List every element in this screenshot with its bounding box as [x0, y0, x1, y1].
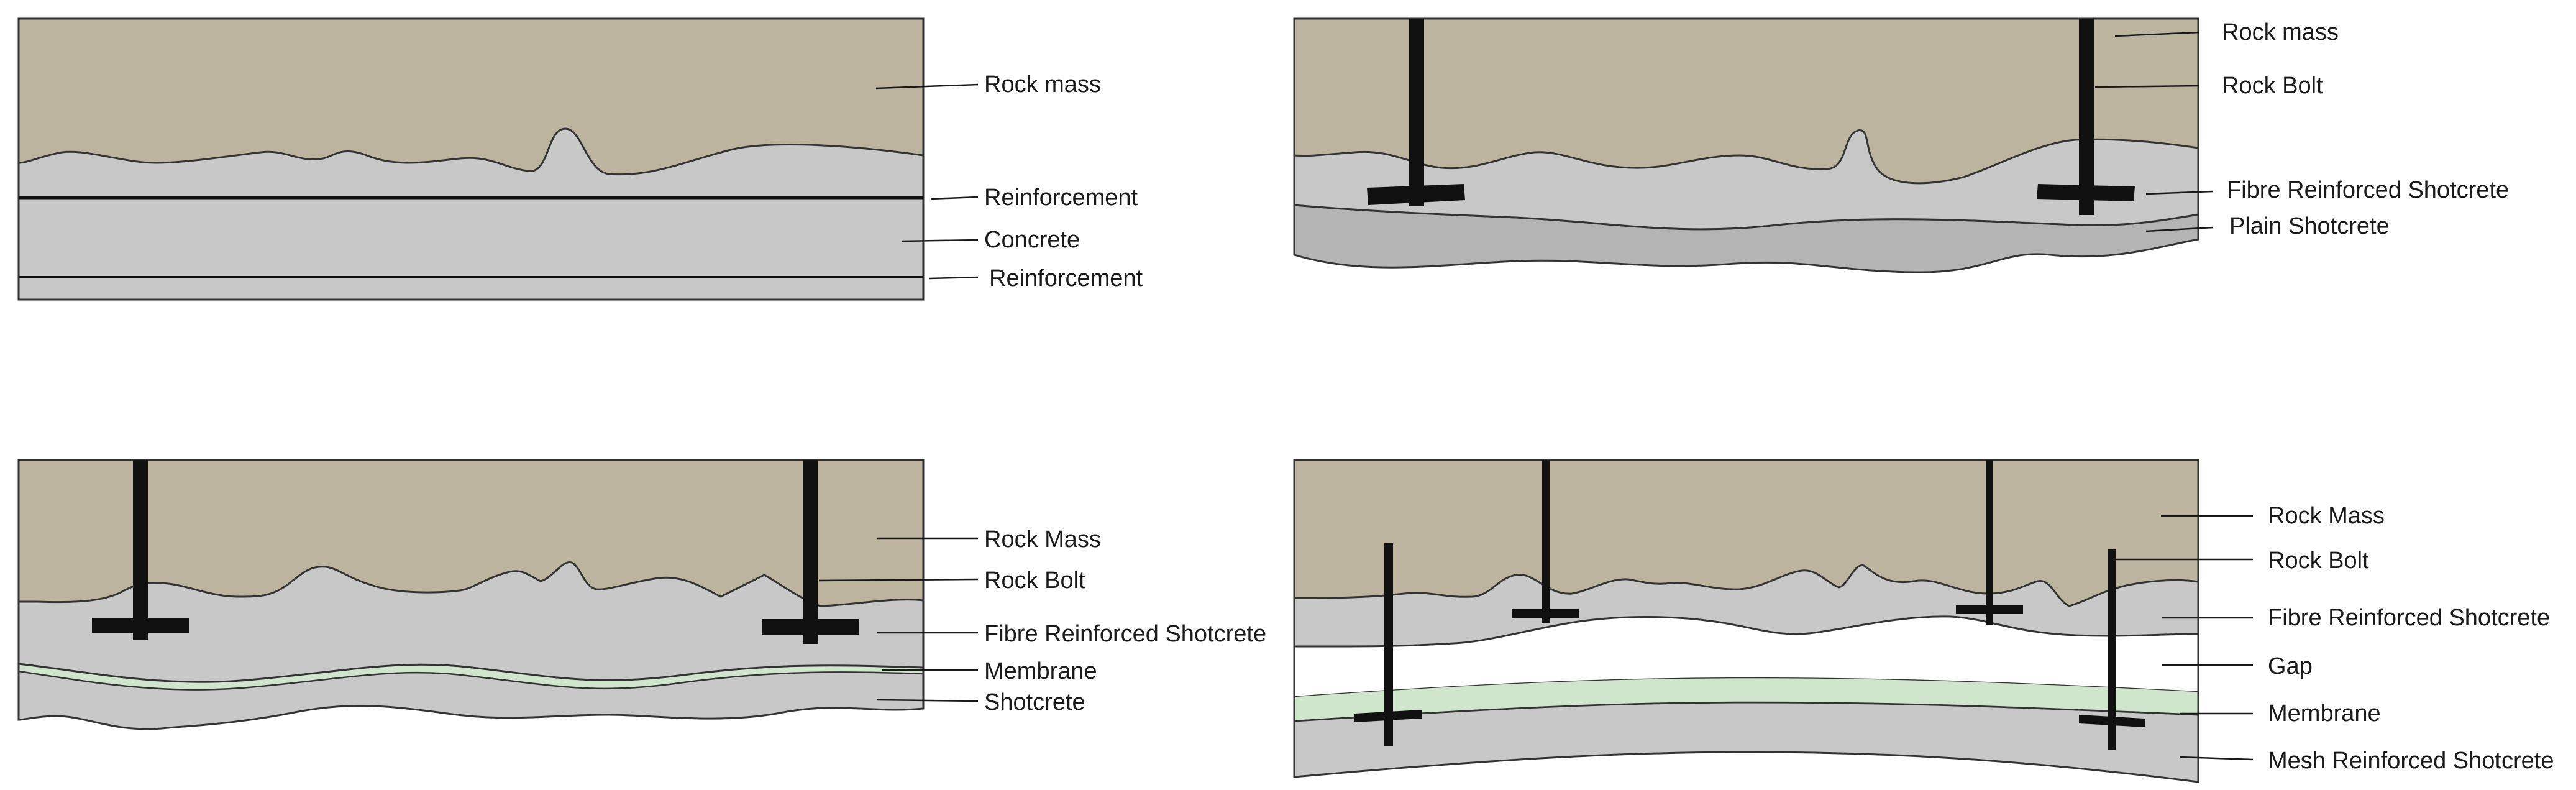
rock-bolt	[92, 460, 189, 640]
leader-line	[2145, 226, 2214, 232]
rock-bolt	[2037, 19, 2135, 215]
panel-shotcrete-lining: Rock mass Rock Bolt Fibre Reinforced Sho…	[1293, 17, 2509, 273]
rock-mass-region	[17, 17, 925, 176]
label-fibre-reinforced-shotcrete: Fibre Reinforced Shotcrete	[984, 621, 1266, 647]
label-shotcrete: Shotcrete	[984, 689, 1085, 715]
leader-line	[930, 196, 979, 200]
label-rock-mass: Rock Mass	[984, 526, 1101, 553]
leader-line	[875, 83, 979, 90]
label-rock-bolt: Rock Bolt	[984, 567, 1085, 594]
panel-concrete-lining: Rock mass Reinforcement Concrete Reinfor…	[17, 17, 1143, 301]
label-rock-bolt: Rock Bolt	[2222, 73, 2323, 99]
leader-line	[2094, 85, 2200, 88]
leader-line	[2145, 190, 2214, 195]
rock-bolt	[2079, 549, 2145, 750]
rock-mass-region	[17, 459, 925, 607]
label-gap: Gap	[2268, 653, 2313, 679]
rock-bolt	[1354, 543, 1422, 746]
gap-region	[1294, 646, 2198, 696]
panel-membrane-lining: Rock Mass Rock Bolt Fibre Reinforced Sho…	[17, 459, 1266, 730]
label-membrane: Membrane	[984, 658, 1097, 684]
rock-bolt	[762, 460, 859, 644]
label-rock-mass: Rock mass	[984, 71, 1101, 98]
rock-mass-region	[1293, 17, 2199, 185]
leader-line	[2179, 756, 2254, 761]
label-fibre-reinforced-shotcrete: Fibre Reinforced Shotcrete	[2268, 605, 2550, 631]
label-reinforcement: Reinforcement	[984, 185, 1138, 211]
leader-line	[877, 699, 979, 702]
leader-line	[902, 239, 979, 242]
rock-mass-region	[1293, 459, 2199, 607]
panel-gap-membrane-lining: Rock Mass Rock Bolt Fibre Reinforced Sho…	[1293, 459, 2554, 783]
leader-line	[818, 578, 979, 582]
leader-line	[929, 276, 979, 280]
label-mesh-reinforced-shotcrete: Mesh Reinforced Shotcrete	[2268, 748, 2554, 774]
label-rock-bolt: Rock Bolt	[2268, 548, 2369, 574]
rock-bolt	[1956, 460, 2023, 625]
label-plain-shotcrete: Plain Shotcrete	[2229, 213, 2390, 239]
label-membrane: Membrane	[2268, 700, 2381, 727]
mesh-shotcrete-layer	[1293, 701, 2199, 783]
frame-outline	[17, 17, 925, 301]
rock-bolt	[1512, 460, 1579, 623]
label-reinforcement: Reinforcement	[989, 265, 1143, 292]
leader-line	[2114, 31, 2200, 37]
rock-bolt	[1367, 19, 1465, 206]
label-rock-mass: Rock mass	[2222, 19, 2339, 45]
label-fibre-reinforced-shotcrete: Fibre Reinforced Shotcrete	[2227, 177, 2509, 203]
label-rock-mass: Rock Mass	[2268, 503, 2385, 529]
label-concrete: Concrete	[984, 227, 1080, 253]
